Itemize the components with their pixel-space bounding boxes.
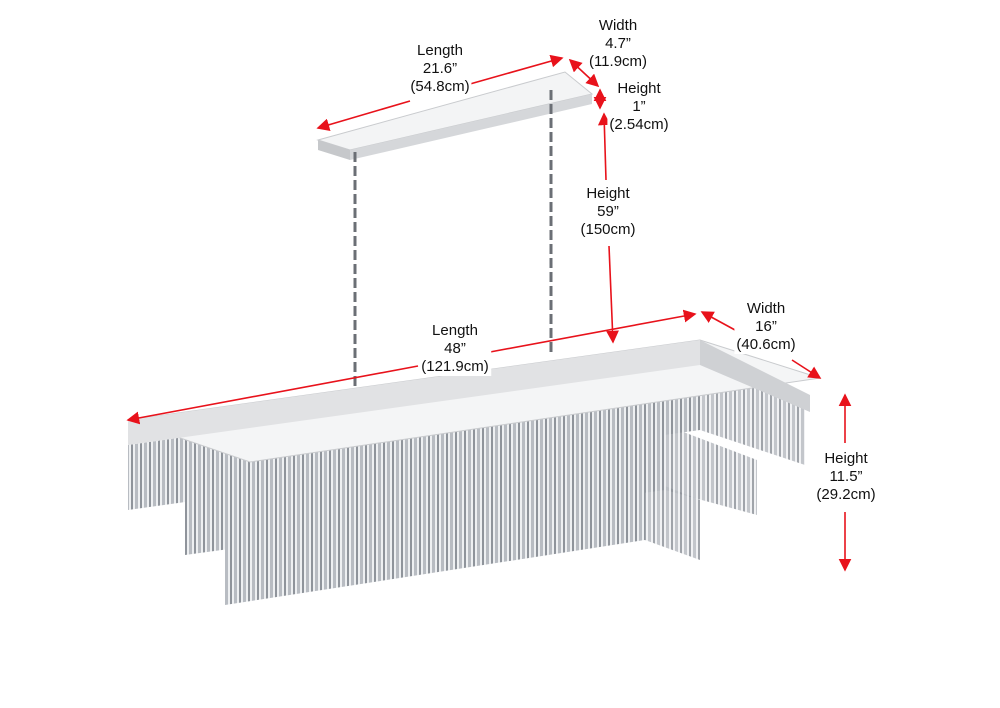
fixture-width-label: Width 16” (40.6cm) (734, 300, 798, 354)
dimension-arrows (126, 54, 852, 572)
dimension-inches: 16” (755, 318, 777, 335)
overall-height-label: Height 59” (150cm) (578, 185, 638, 239)
dimension-title: Height (617, 80, 661, 97)
dimension-title: Width (598, 17, 638, 34)
dimension-cm: (150cm) (580, 221, 636, 238)
fixture-height-label: Height 11.5” (29.2cm) (814, 450, 878, 504)
dimension-title: Length (417, 42, 463, 59)
canopy-width-label: Width 4.7” (11.9cm) (586, 17, 650, 71)
fixture-length-label: Length 48” (121.9cm) (419, 322, 491, 376)
dimension-cm: (40.6cm) (736, 336, 796, 353)
crystal-tier-3 (225, 478, 700, 605)
dimension-title: Width (746, 300, 786, 317)
dimension-inches: 48” (444, 340, 466, 357)
chains (353, 90, 553, 400)
dimension-cm: (54.8cm) (410, 78, 470, 95)
dimension-inches: 21.6” (422, 60, 458, 77)
dimension-cm: (121.9cm) (421, 358, 489, 375)
dimension-inches: 11.5” (829, 468, 863, 485)
canopy-length-label: Length 21.6” (54.8cm) (408, 42, 472, 96)
canopy (316, 71, 594, 160)
canopy-height-label: Height 1” (2.54cm) (607, 80, 671, 134)
dimension-cm: (2.54cm) (609, 116, 669, 133)
dimension-title: Height (824, 450, 868, 467)
dimension-inches: 1” (632, 98, 646, 115)
dimension-inches: 4.7” (605, 35, 631, 52)
dimension-cm: (29.2cm) (816, 486, 876, 503)
dimension-title: Length (432, 322, 478, 339)
dimension-inches: 59” (597, 203, 619, 220)
dimension-title: Height (586, 185, 630, 202)
dimension-cm: (11.9cm) (588, 53, 648, 70)
crystal-tier-2 (185, 425, 757, 555)
